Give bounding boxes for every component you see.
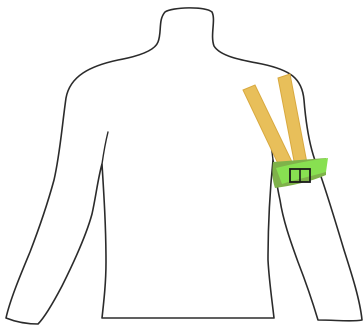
left-arm-crease	[102, 132, 108, 164]
